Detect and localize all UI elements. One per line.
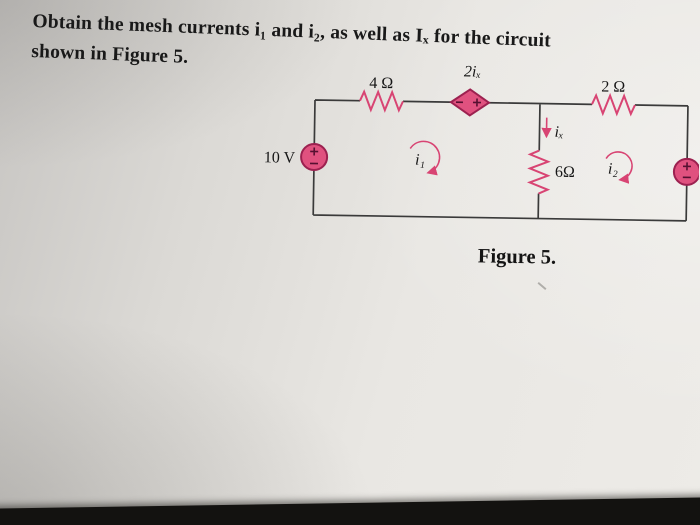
mesh-current-i1-arrow [409,140,441,176]
plus-sign [310,147,319,156]
plus-sign [472,98,481,107]
label-dependent-source: 2iₓ [464,63,481,80]
figure-caption: Figure 5. [477,245,557,269]
label-10v: 10 V [264,149,296,166]
mesh-current-i2-arrow [605,151,633,184]
label-ix: iₓ [554,124,563,141]
resistor-4ohm [359,89,404,113]
resistor-2ohm [591,92,636,117]
circuit-wires [312,99,689,222]
plus-sign [682,162,692,171]
voltage-source-10v [300,142,329,171]
resistor-6ohm [526,149,551,195]
label-2ohm: 2 Ω [601,78,625,95]
label-i1: i₁ [415,152,425,169]
dependent-source-diamond [449,88,491,117]
label-i2: i₂ [608,161,619,178]
label-4ohm: 4 Ω [369,75,393,92]
label-6ohm: 6Ω [555,164,575,181]
